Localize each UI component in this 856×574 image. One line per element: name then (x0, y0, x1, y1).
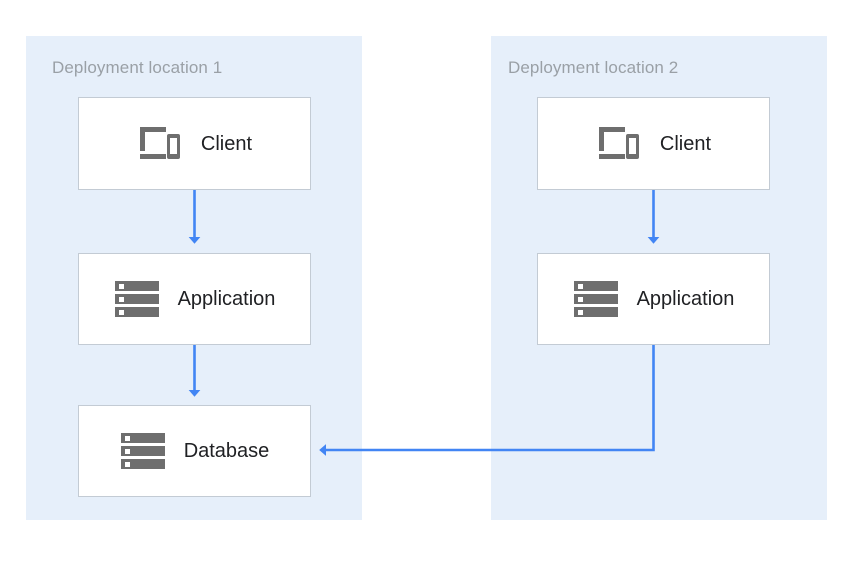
node-content: Client (137, 123, 252, 165)
node-label: Client (659, 132, 712, 155)
client-devices-icon (139, 126, 180, 159)
server-stack-icon (573, 281, 618, 317)
node-content: Database (120, 430, 270, 472)
node-content: Client (596, 123, 711, 165)
node-client-1[interactable]: Client (78, 97, 311, 190)
server-stack-icon (114, 281, 159, 317)
node-application-1[interactable]: Application (78, 253, 311, 345)
node-application-2[interactable]: Application (537, 253, 770, 345)
node-database-1[interactable]: Database (78, 405, 311, 497)
node-label: Application (177, 288, 276, 310)
deployment-zone-2-label: Deployment location 2 (508, 58, 679, 77)
node-label: Client (200, 132, 253, 155)
server-stack-icon (120, 433, 165, 469)
client-devices-icon (598, 126, 639, 159)
node-label: Database (183, 440, 270, 462)
node-content: Application (573, 278, 735, 320)
deployment-zone-1-label: Deployment location 1 (52, 58, 223, 77)
node-label: Application (636, 288, 735, 310)
node-content: Application (114, 278, 276, 320)
node-client-2[interactable]: Client (537, 97, 770, 190)
